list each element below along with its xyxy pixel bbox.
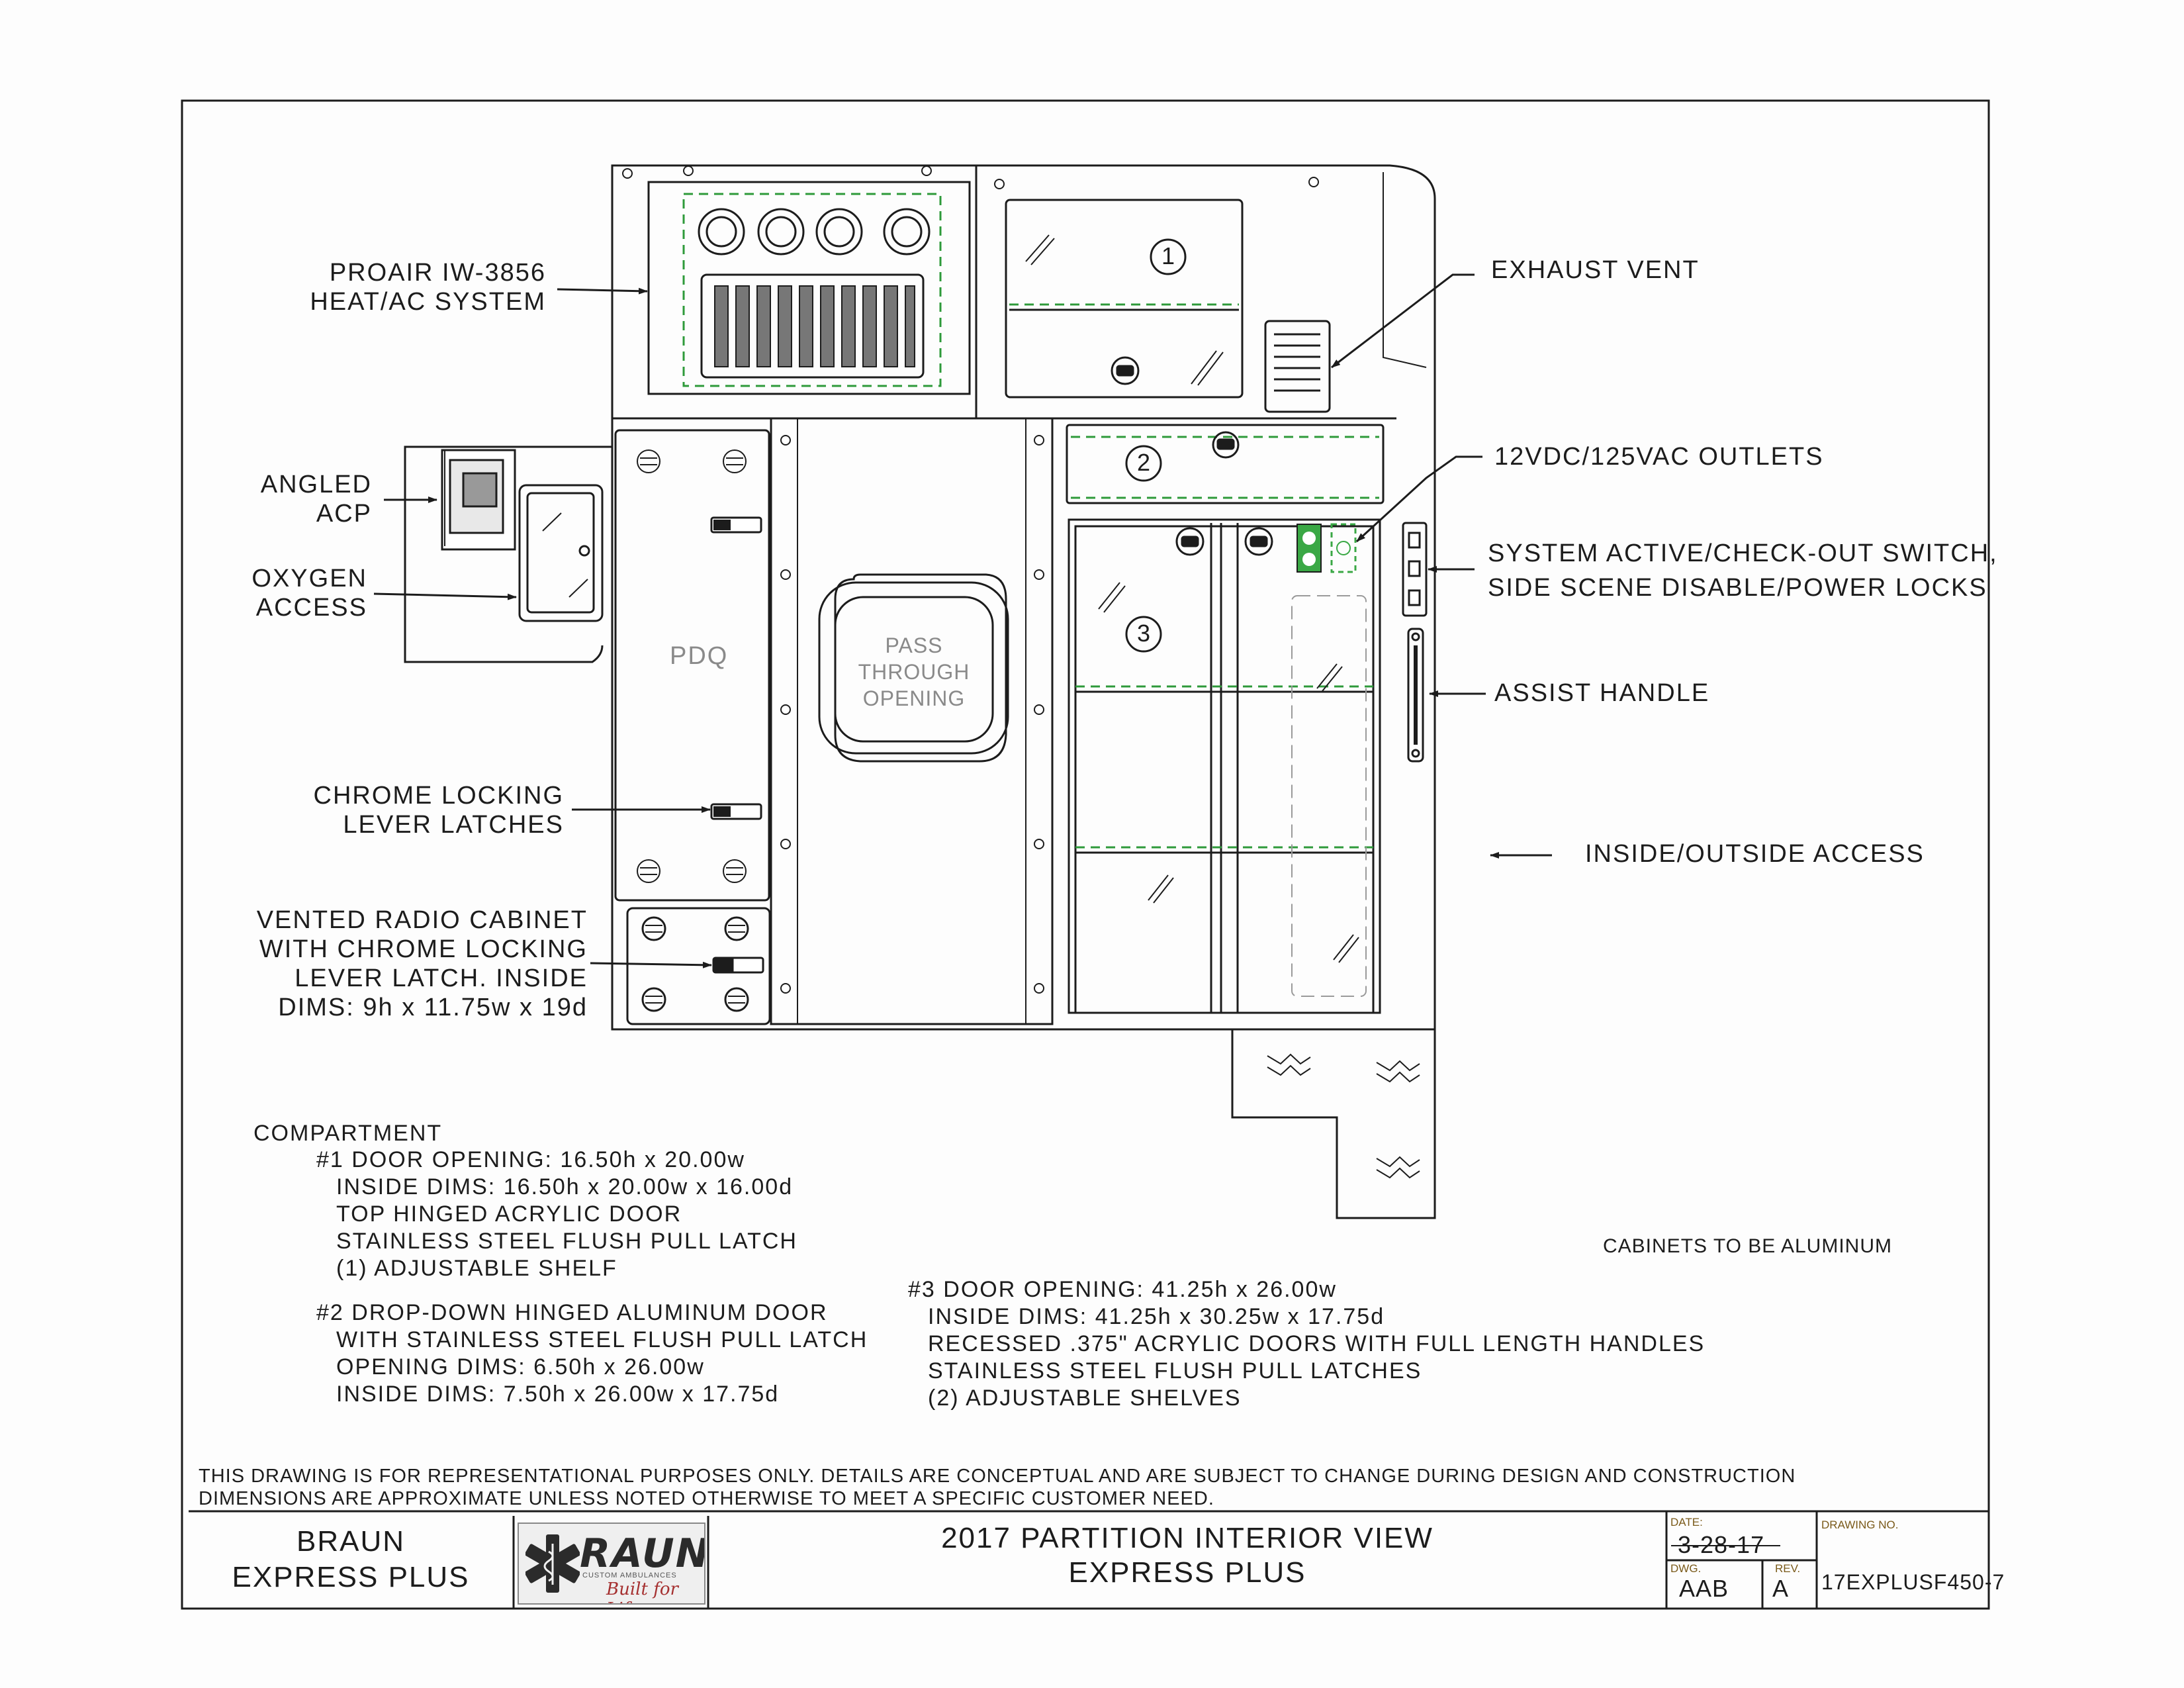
notes-compartment-2: #2 DROP-DOWN HINGED ALUMINUM DOOR WITH S…: [316, 1299, 868, 1408]
rev-label: REV.: [1775, 1562, 1801, 1575]
notes-c3-line4: STAINLESS STEEL FLUSH PULL LATCHES: [928, 1358, 1422, 1383]
label-proair-line2: HEAT/AC SYSTEM: [310, 288, 546, 316]
label-inside-outside-access: INSIDE/OUTSIDE ACCESS: [1585, 840, 1925, 868]
label-pass-line3: OPENING: [862, 686, 966, 710]
notes-compartment-1: #1 DOOR OPENING: 16.50h x 20.00w INSIDE …: [316, 1147, 797, 1282]
label-switches-line2: SIDE SCENE DISABLE/POWER LOCKS: [1488, 574, 1987, 602]
label-proair-line1: PROAIR IW-3856: [329, 259, 546, 287]
date-label: DATE:: [1670, 1516, 1703, 1528]
label-radio-line1: VENTED RADIO CABINET: [256, 906, 588, 934]
title-block-lines: [189, 1510, 1989, 1610]
notes-c3-line3: RECESSED .375" ACRYLIC DOORS WITH FULL L…: [928, 1331, 1706, 1356]
disclaimer-line2: DIMENSIONS ARE APPROXIMATE UNLESS NOTED …: [199, 1488, 1214, 1509]
label-proair: PROAIR IW-3856 HEAT/AC SYSTEM: [310, 258, 546, 316]
radio-cabinet: [626, 907, 771, 1025]
notes-c1-line2: INSIDE DIMS: 16.50h x 20.00w x 16.00d: [336, 1174, 794, 1199]
label-pass-through: PASS THROUGH OPENING: [835, 632, 993, 712]
pass-through-panel: [770, 417, 1054, 1025]
label-oxygen-line1: OXYGEN: [251, 565, 367, 592]
partition-outline: [611, 164, 1436, 1031]
label-radio-line2: WITH CHROME LOCKING: [259, 935, 588, 963]
label-angled-acp-line1: ANGLED: [260, 471, 372, 498]
compartment-number-circles: [1125, 238, 1187, 653]
notes-c1-line1: #1 DOOR OPENING: 16.50h x 20.00w: [316, 1147, 745, 1172]
logo-wordmark: RAUN: [580, 1530, 705, 1577]
notes-c3-line1: #3 DOOR OPENING: 41.25h x 26.00w: [908, 1277, 1337, 1302]
dwg-value: AAB: [1679, 1575, 1729, 1602]
notes-c2-line2: WITH STAINLESS STEEL FLUSH PULL LATCH: [336, 1327, 868, 1352]
notes-heading: COMPARTMENT: [253, 1121, 443, 1146]
step-bracket: [1231, 1029, 1436, 1219]
logo-tagline: Built for Life: [606, 1579, 678, 1603]
disclaimer-line1: THIS DRAWING IS FOR REPRESENTATIONAL PUR…: [199, 1466, 1796, 1487]
label-outlets: 12VDC/125VAC OUTLETS: [1494, 443, 1824, 471]
title-block-company: BRAUN EXPRESS PLUS: [192, 1524, 510, 1595]
label-oxygen-line2: ACCESS: [255, 594, 367, 622]
notes-c1-line4: STAINLESS STEEL FLUSH PULL LATCH: [336, 1229, 797, 1254]
notes-c2-line4: INSIDE DIMS: 7.50h x 26.00w x 17.75d: [336, 1382, 780, 1407]
label-angled-acp-line2: ACP: [316, 500, 372, 528]
drawing-no-label: DRAWING NO.: [1821, 1519, 1899, 1531]
drawing-no-value: 17EXPLUSF450-7: [1821, 1570, 2005, 1594]
panel-rivets: [780, 435, 1044, 994]
compartment-1-number: 1: [1161, 242, 1175, 269]
title-line1: 2017 PARTITION INTERIOR VIEW: [941, 1522, 1433, 1554]
notes-c2-line3: OPENING DIMS: 6.50h x 26.00w: [336, 1354, 705, 1380]
exhaust-vent-icon: [1264, 320, 1331, 413]
date-value: 3-28-17: [1678, 1531, 1765, 1558]
notes-c1-line3: TOP HINGED ACRYLIC DOOR: [336, 1201, 682, 1227]
label-radio-line3: LEVER LATCH. INSIDE: [295, 964, 588, 992]
proair-hvac-unit: [647, 181, 971, 395]
title-block-title: 2017 PARTITION INTERIOR VIEW EXPRESS PLU…: [708, 1521, 1666, 1590]
outlet-icon: [1297, 523, 1357, 573]
label-pdq: PDQ: [670, 642, 729, 670]
hvac-grille-icon: [714, 285, 915, 367]
compartment-1: [1005, 199, 1244, 399]
notes-c3-line2: INSIDE DIMS: 41.25h x 30.25w x 17.75d: [928, 1304, 1385, 1329]
logo-subtitle: CUSTOM AMBULANCES: [582, 1571, 677, 1579]
disclaimer: THIS DRAWING IS FOR REPRESENTATIONAL PUR…: [199, 1465, 1796, 1510]
pdq-vent-icons: [637, 449, 747, 883]
notes-compartment-3: #3 DOOR OPENING: 41.25h x 26.00w INSIDE …: [908, 1276, 1705, 1412]
compartment-3: [1068, 518, 1381, 1014]
star-of-life-icon: [525, 1534, 580, 1593]
label-chrome-line1: CHROME LOCKING: [313, 782, 564, 810]
label-assist-handle: ASSIST HANDLE: [1494, 679, 1710, 707]
label-switches-line1: SYSTEM ACTIVE/CHECK-OUT SWITCH,: [1488, 539, 1998, 567]
compartment-3-number: 3: [1136, 620, 1151, 647]
title-line2: EXPRESS PLUS: [1068, 1556, 1306, 1589]
company-line2: EXPRESS PLUS: [232, 1561, 470, 1593]
dwg-label: DWG.: [1670, 1562, 1702, 1575]
notes-c1-line5: (1) ADJUSTABLE SHELF: [336, 1256, 617, 1281]
label-pass-line1: PASS: [885, 633, 943, 657]
company-line1: BRAUN: [296, 1525, 406, 1558]
pdq-cabinet: [614, 429, 770, 902]
leader-lines: [373, 273, 1552, 968]
assist-handle-icon[interactable]: [1407, 628, 1424, 763]
latch-icon: [710, 516, 762, 820]
label-exhaust-vent: EXHAUST VENT: [1491, 256, 1700, 284]
label-vented-radio: VENTED RADIO CABINET WITH CHROME LOCKING…: [257, 906, 588, 1022]
switch-panel-icon[interactable]: [1402, 522, 1428, 617]
braun-logo: RAUN CUSTOM AMBULANCES Built for Life: [518, 1523, 705, 1605]
compartment-2-number: 2: [1136, 449, 1151, 476]
label-chrome-line2: LEVER LATCHES: [343, 811, 564, 839]
label-chrome-latches: CHROME LOCKING LEVER LATCHES: [314, 781, 564, 839]
notes-c3-line5: (2) ADJUSTABLE SHELVES: [928, 1385, 1242, 1411]
label-radio-line4: DIMS: 9h x 11.75w x 19d: [278, 994, 588, 1021]
rev-value: A: [1772, 1575, 1790, 1602]
compartment-2: [1066, 424, 1385, 504]
label-switches: SYSTEM ACTIVE/CHECK-OUT SWITCH, SIDE SCE…: [1488, 536, 1998, 605]
oxygen-acp-housing: [404, 445, 612, 663]
hvac-vent-icon: [698, 208, 931, 256]
notes-cabinets-aluminum: CABINETS TO BE ALUMINUM: [1603, 1235, 1892, 1257]
notes-c2-line1: #2 DROP-DOWN HINGED ALUMINUM DOOR: [316, 1300, 828, 1325]
label-oxygen-access: OXYGEN ACCESS: [251, 564, 367, 622]
mounting-screws: [622, 165, 1319, 189]
label-pass-line2: THROUGH: [858, 660, 970, 684]
label-angled-acp: ANGLED ACP: [261, 470, 372, 528]
